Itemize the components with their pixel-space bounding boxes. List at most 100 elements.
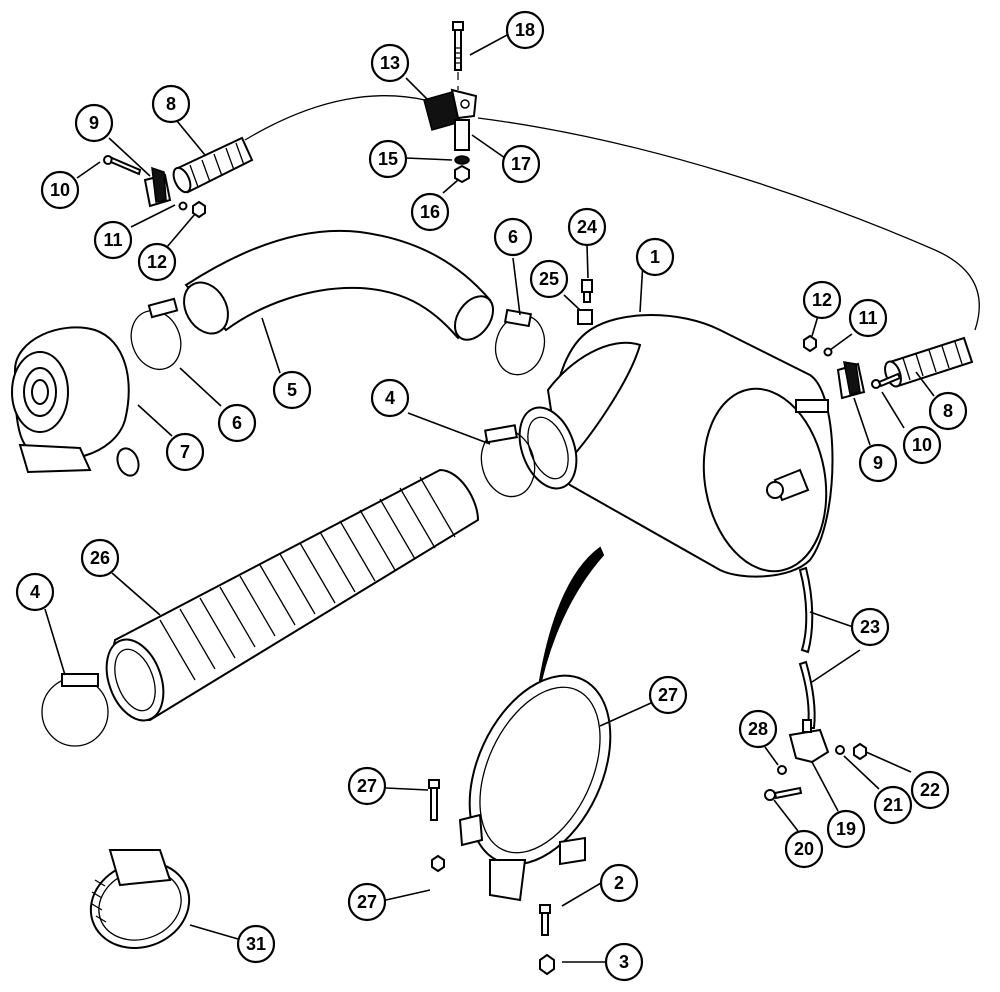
mounting-band-27 (458, 674, 612, 902)
svg-text:6: 6 (508, 227, 518, 247)
callout-6-left: 6 (217, 403, 257, 443)
callout-4-upper: 4 (370, 378, 410, 418)
hose-sleeve-left (172, 136, 254, 194)
callout-17: 17 (501, 144, 541, 184)
svg-text:15: 15 (378, 149, 398, 169)
washer-21 (835, 745, 845, 755)
screw-20 (764, 786, 803, 801)
bolt-18 (452, 21, 464, 90)
callout-25: 25 (529, 259, 569, 299)
callout-20: 20 (784, 829, 824, 869)
svg-text:3: 3 (619, 952, 629, 972)
svg-text:4: 4 (385, 388, 395, 408)
callout-5: 5 (272, 370, 312, 410)
washer-28 (777, 765, 787, 775)
nut-27 (431, 854, 445, 873)
hose-sleeve-right (884, 336, 974, 388)
nut-16 (454, 164, 470, 184)
tube-23-lower (798, 660, 816, 729)
svg-text:17: 17 (511, 154, 531, 174)
spacer-17 (454, 119, 470, 151)
callout-24: 24 (567, 207, 607, 247)
callout-16: 16 (410, 192, 450, 232)
svg-text:12: 12 (812, 290, 832, 310)
svg-text:8: 8 (943, 401, 953, 421)
svg-text:18: 18 (515, 20, 535, 40)
hose-clamp-4-upper (480, 424, 536, 498)
callout-15: 15 (368, 139, 408, 179)
callout-28: 28 (738, 709, 778, 749)
callout-9-left: 9 (74, 103, 114, 143)
callout-7: 7 (165, 432, 205, 472)
turbocharger-7 (11, 326, 140, 477)
svg-text:19: 19 (836, 819, 856, 839)
bolt-27 (428, 779, 440, 821)
svg-text:26: 26 (90, 548, 110, 568)
callout-8-left: 8 (151, 84, 191, 124)
svg-text:1: 1 (650, 247, 660, 267)
svg-text:9: 9 (89, 113, 99, 133)
svg-text:9: 9 (873, 453, 883, 473)
nut-12-right (803, 334, 817, 353)
worm-clamp-31 (89, 849, 191, 950)
svg-text:31: 31 (246, 934, 266, 954)
callout-10-left: 10 (40, 170, 80, 210)
screw-10-right (871, 372, 902, 389)
hose-clamp-6-right (494, 308, 546, 376)
svg-text:23: 23 (860, 617, 880, 637)
callout-21: 21 (873, 785, 913, 825)
callout-23: 23 (850, 607, 890, 647)
callout-10-right: 10 (902, 425, 942, 465)
svg-text:6: 6 (232, 413, 242, 433)
svg-text:11: 11 (103, 230, 122, 250)
washer-11-right (823, 347, 833, 357)
svg-text:27: 27 (357, 776, 377, 796)
callout-31: 31 (236, 924, 276, 964)
washer-15 (454, 155, 470, 165)
svg-text:7: 7 (180, 442, 190, 462)
screw-10-left (103, 155, 142, 176)
restriction-switch-19 (788, 719, 830, 764)
callout-9-right: 9 (858, 443, 898, 483)
callout-13: 13 (370, 43, 410, 83)
callout-26: 26 (80, 538, 120, 578)
elbow-hose-5 (183, 229, 495, 341)
svg-text:28: 28 (748, 719, 768, 739)
svg-text:27: 27 (658, 685, 678, 705)
svg-text:21: 21 (883, 795, 903, 815)
callout-27-nut: 27 (347, 882, 387, 922)
callout-8-right: 8 (928, 391, 968, 431)
svg-text:11: 11 (858, 308, 877, 328)
svg-text:13: 13 (380, 53, 400, 73)
hose-clamp-6-left (130, 297, 182, 371)
callout-18: 18 (505, 10, 545, 50)
svg-text:22: 22 (920, 780, 940, 800)
callout-22: 22 (910, 770, 950, 810)
leader-lines (44, 33, 935, 963)
svg-text:4: 4 (30, 582, 40, 602)
callout-27-band: 27 (648, 675, 688, 715)
clip-9-left (143, 166, 172, 208)
svg-text:12: 12 (147, 252, 167, 272)
svg-text:10: 10 (50, 180, 70, 200)
callout-19: 19 (826, 809, 866, 849)
svg-text:10: 10 (912, 435, 932, 455)
callout-3: 3 (604, 942, 644, 982)
svg-text:8: 8 (166, 94, 176, 114)
nut-3 (539, 953, 555, 976)
corrugated-hose-26 (105, 468, 480, 722)
svg-text:24: 24 (577, 217, 597, 237)
svg-text:16: 16 (420, 202, 440, 222)
fitting-25 (577, 309, 593, 325)
callout-11-right: 11 (848, 298, 888, 338)
tube-23-upper (798, 566, 814, 654)
nut-22 (853, 742, 867, 761)
svg-text:20: 20 (794, 839, 814, 859)
callout-2: 2 (599, 863, 639, 903)
hose-clamp-4-lower (41, 673, 109, 747)
nut-12-left (192, 200, 206, 219)
callout-12-left: 12 (137, 242, 177, 282)
bolt-2 (539, 904, 551, 936)
svg-text:27: 27 (357, 892, 377, 912)
